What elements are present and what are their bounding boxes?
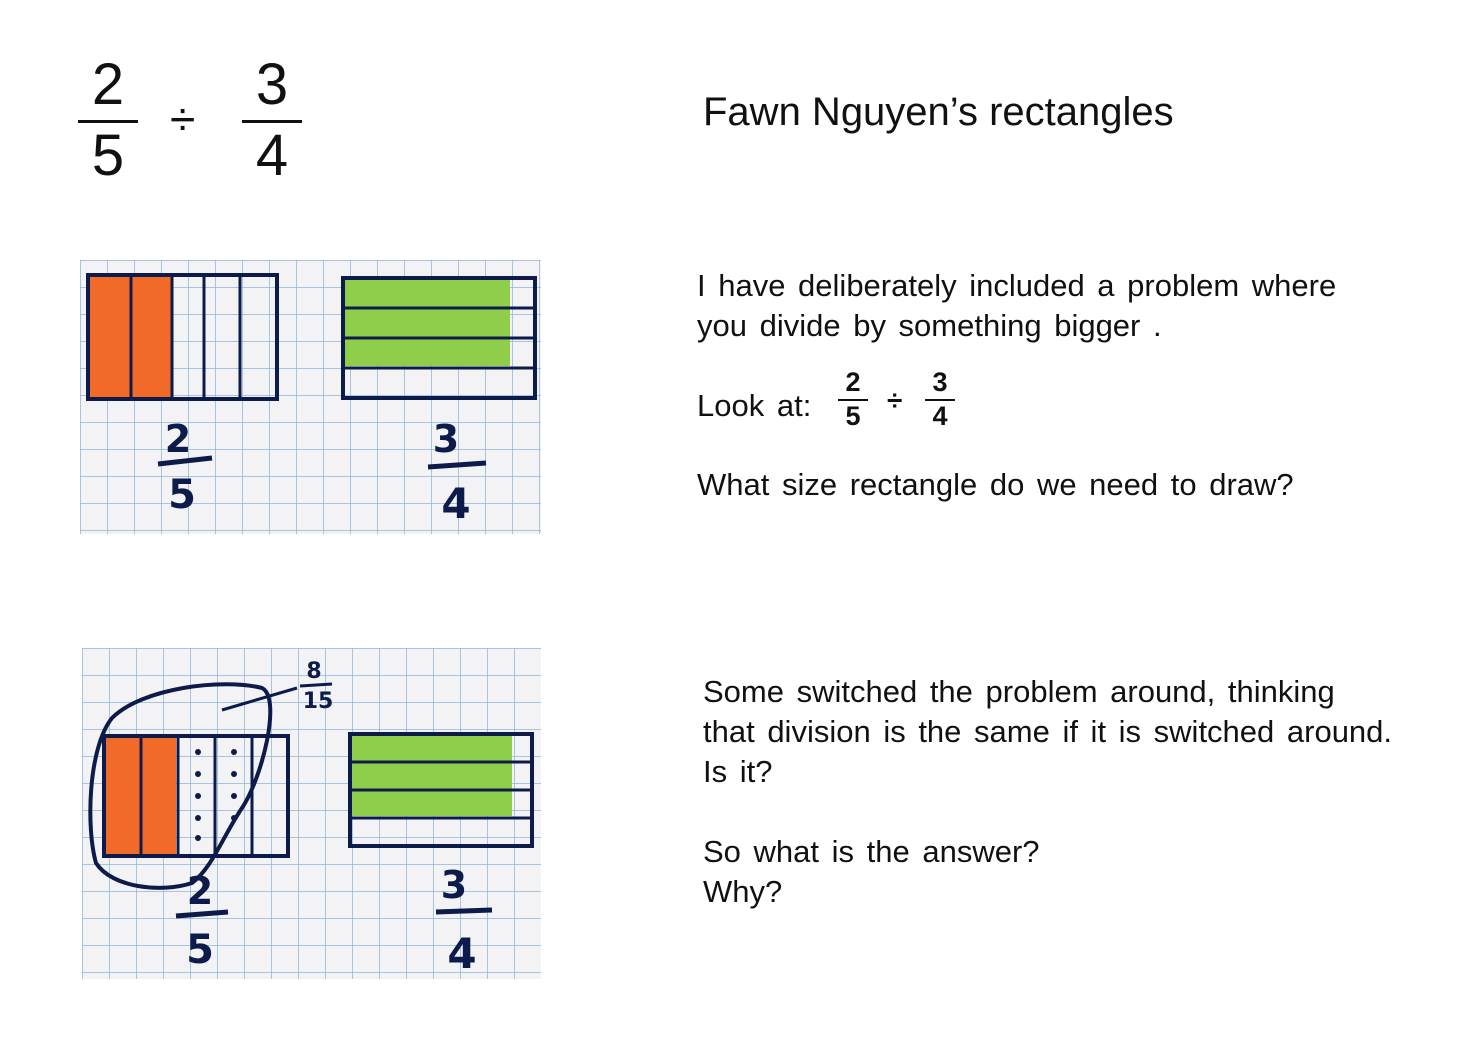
fraction-bar bbox=[838, 399, 868, 401]
fifths-rectangle bbox=[102, 734, 290, 858]
annotation-denominator: 15 bbox=[303, 689, 334, 714]
look-at-label: Look at: bbox=[697, 388, 812, 423]
photo2-right-numerator: 3 bbox=[441, 863, 467, 907]
paragraph2-line1: Some switched the problem around, thinki… bbox=[703, 674, 1335, 709]
page-title: Fawn Nguyen’s rectangles bbox=[703, 90, 1174, 134]
paragraph2-line2: that division is the same if it is switc… bbox=[703, 714, 1393, 749]
photo1-left-denominator: 5 bbox=[168, 472, 196, 518]
look-at-fraction-right: 3 4 bbox=[925, 369, 955, 430]
photo-fraction-rectangles: 2 5 3 4 bbox=[80, 260, 541, 534]
handwritten-fraction-bar bbox=[427, 460, 487, 470]
photo2-left-denominator: 5 bbox=[186, 927, 214, 973]
handdrawn-loop bbox=[88, 682, 273, 890]
look-left-numerator: 2 bbox=[845, 367, 861, 397]
paragraph1-line1: I have deliberately included a problem w… bbox=[697, 268, 1337, 303]
fifths-rectangle bbox=[86, 273, 279, 401]
fraction-bar bbox=[242, 120, 302, 123]
question-rectangle-size: What size rectangle do we need to draw? bbox=[697, 467, 1294, 502]
header-right-numerator: 3 bbox=[255, 52, 289, 117]
fraction-bar bbox=[925, 399, 955, 401]
paragraph-deliberate-problem: I have deliberately included a problem w… bbox=[697, 266, 1336, 346]
question2-line1: So what is the answer? bbox=[703, 834, 1040, 869]
paragraph1-line2: you divide by something bigger . bbox=[697, 308, 1162, 343]
header-fraction-left: 2 5 bbox=[78, 56, 138, 185]
question2-line2: Why? bbox=[703, 874, 783, 909]
paragraph-switched-around: Some switched the problem around, thinki… bbox=[703, 672, 1392, 792]
photo1-right-denominator: 4 bbox=[441, 479, 470, 528]
annotation-pointer bbox=[221, 686, 298, 712]
handwritten-fraction-bar bbox=[157, 455, 213, 467]
handwritten-fraction-bar bbox=[299, 682, 333, 688]
look-at-fraction-left: 2 5 bbox=[838, 369, 868, 430]
green-shaded-region bbox=[352, 736, 512, 816]
photo1-right-numerator: 3 bbox=[433, 417, 459, 461]
fraction-bar bbox=[78, 120, 138, 123]
photo2-right-denominator: 4 bbox=[447, 929, 476, 978]
header-left-numerator: 2 bbox=[91, 52, 125, 117]
look-at-operator: ÷ bbox=[887, 385, 903, 416]
green-shaded-region bbox=[345, 280, 510, 366]
question-answer: So what is the answer? Why? bbox=[703, 832, 1040, 912]
paragraph2-line3: Is it? bbox=[703, 754, 773, 789]
header-right-denominator: 4 bbox=[255, 123, 289, 188]
photo-switched-rectangles: 8 15 2 5 3 4 bbox=[82, 648, 541, 979]
header-fraction-right: 3 4 bbox=[242, 56, 302, 185]
photo2-left-numerator: 2 bbox=[187, 869, 213, 913]
header-left-denominator: 5 bbox=[91, 123, 125, 188]
handwritten-fraction-bar bbox=[175, 909, 229, 919]
annotation-numerator: 8 bbox=[306, 659, 321, 684]
look-right-denominator: 4 bbox=[932, 401, 948, 431]
look-left-denominator: 5 bbox=[845, 401, 861, 431]
header-divide-operator: ÷ bbox=[170, 93, 196, 145]
look-right-numerator: 3 bbox=[932, 367, 948, 397]
handwritten-fraction-bar bbox=[435, 907, 493, 915]
photo1-left-numerator: 2 bbox=[165, 417, 191, 461]
